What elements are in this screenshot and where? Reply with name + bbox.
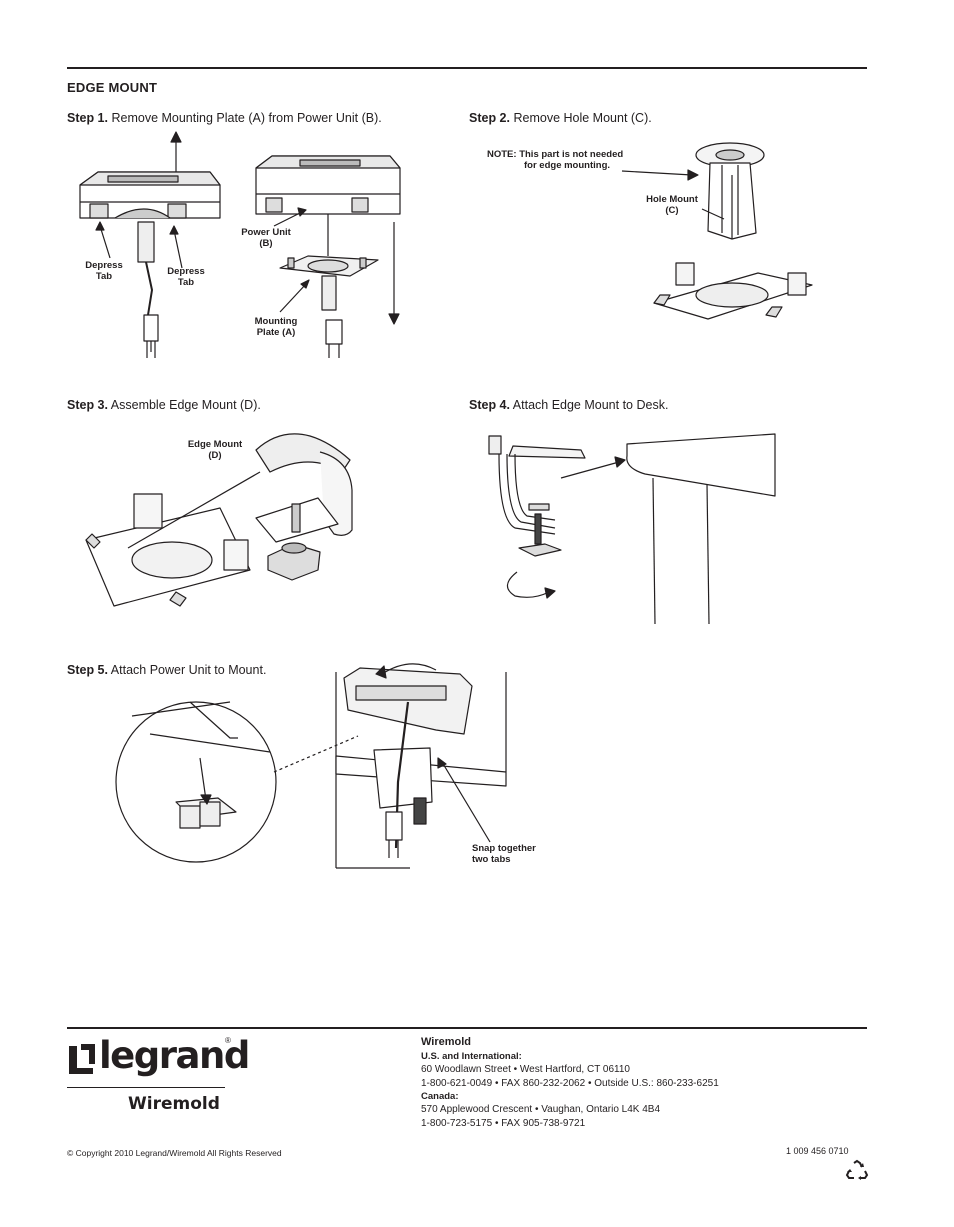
company-name: Wiremold (421, 1036, 472, 1048)
logo-divider (67, 1087, 225, 1088)
step-3-heading: Step 3. Assemble Edge Mount (D). (67, 398, 261, 412)
logo-text: legrand (99, 1034, 250, 1077)
step-5-illustration (110, 662, 510, 874)
canada-label: Canada: (421, 1091, 459, 1102)
document-number: 1 009 456 0710 (786, 1146, 849, 1156)
callout-hole-mount: Hole Mount(C) (646, 194, 698, 216)
registered-mark: ® (225, 1036, 231, 1045)
step-3-illustration (80, 420, 380, 610)
us-label: U.S. and International: (421, 1051, 522, 1062)
callout-power-unit: Power Unit(B) (241, 227, 291, 249)
legrand-mark-icon (69, 1044, 95, 1074)
recycle-icon (846, 1160, 868, 1180)
step-5-heading: Step 5. Attach Power Unit to Mount. (67, 663, 267, 677)
us-address: 60 Woodlawn Street • West Hartford, CT 0… (421, 1064, 630, 1075)
step-1-illustration (60, 130, 420, 380)
contact-block: Wiremold U.S. and International: 60 Wood… (421, 1035, 719, 1130)
canada-phone: 1-800-723-5175 • FAX 905-738-9721 (421, 1117, 586, 1129)
step-4-illustration (485, 428, 785, 638)
top-rule (67, 67, 867, 69)
callout-edge-mount: Edge Mount(D) (187, 439, 243, 461)
step-2-illustration (470, 135, 830, 335)
section-title: EDGE MOUNT (67, 80, 158, 95)
sub-logo: Wiremold (128, 1094, 220, 1114)
step-4-heading: Step 4. Attach Edge Mount to Desk. (469, 398, 669, 412)
footer-rule (67, 1027, 867, 1029)
copyright: © Copyright 2010 Legrand/Wiremold All Ri… (67, 1148, 282, 1158)
step-2-heading: Step 2. Remove Hole Mount (C). (469, 111, 652, 125)
step-1-heading: Step 1. Remove Mounting Plate (A) from P… (67, 111, 382, 125)
us-phone: 1-800-621-0049 • FAX 860-232-2062 • Outs… (421, 1077, 719, 1089)
canada-address: 570 Applewood Crescent • Vaughan, Ontari… (421, 1104, 661, 1115)
